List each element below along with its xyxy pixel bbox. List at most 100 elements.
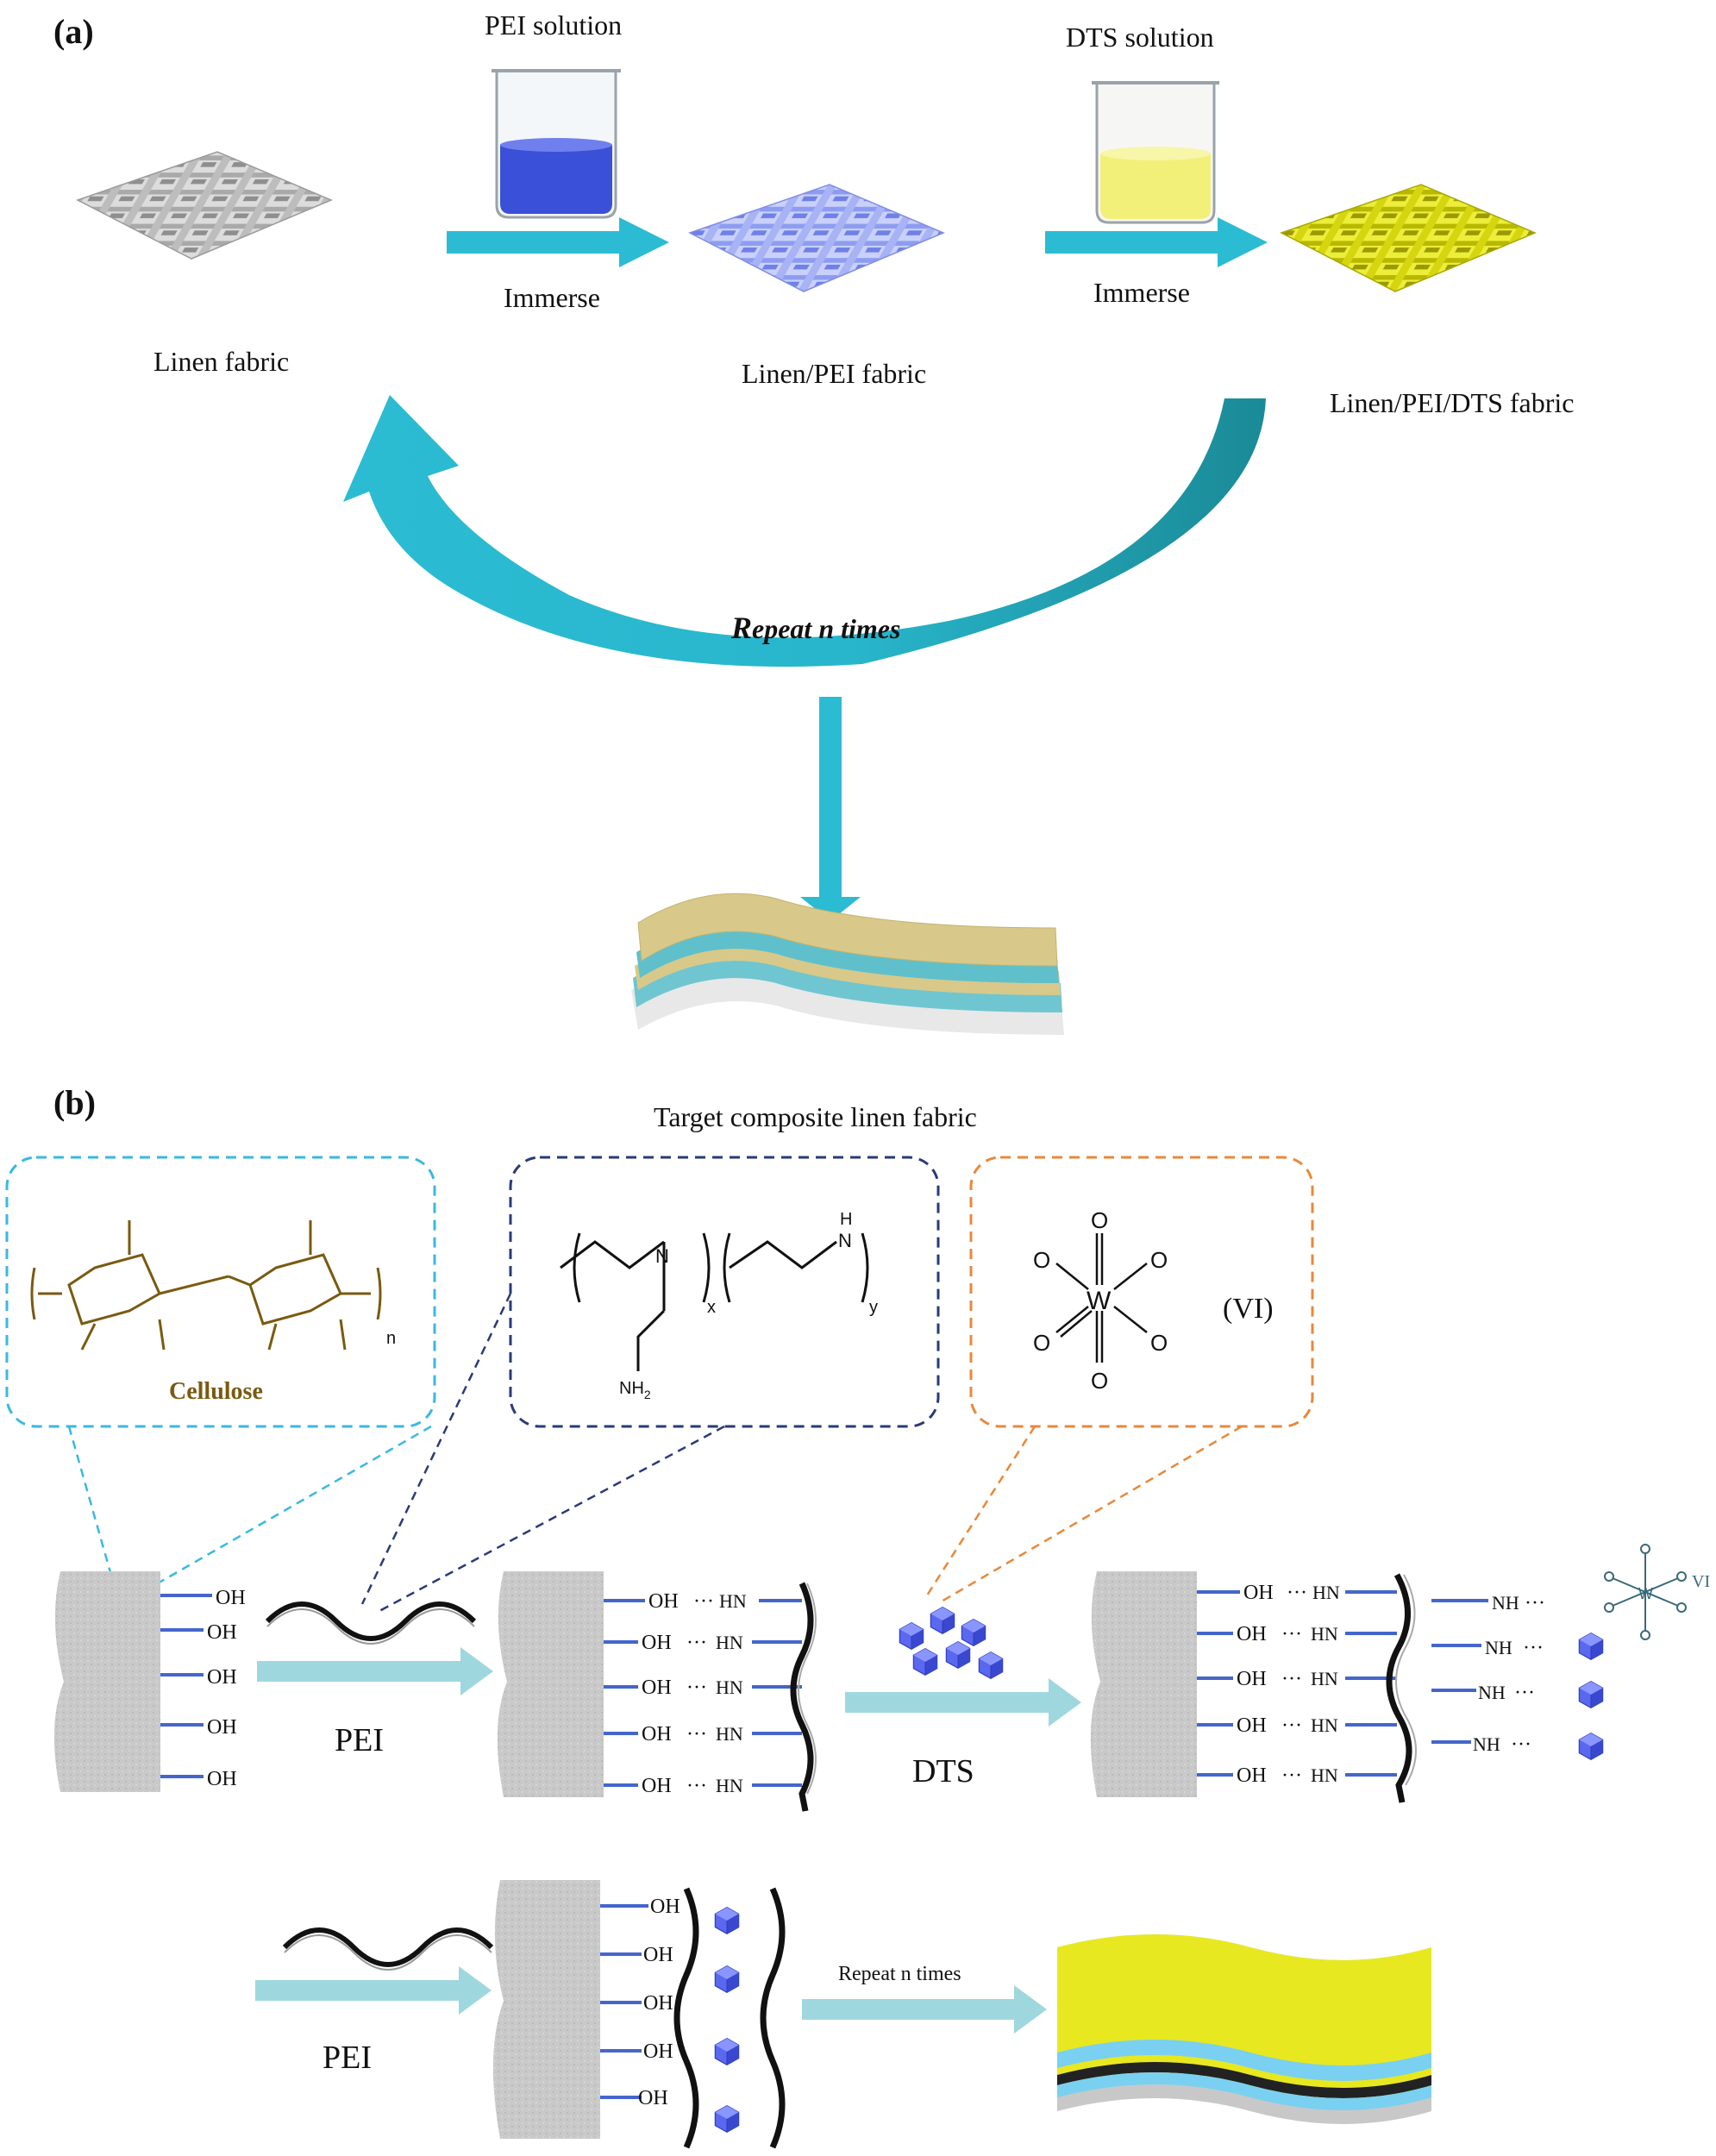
svg-text:HN: HN (1312, 1582, 1340, 1603)
fiber-2 (497, 1571, 604, 1797)
svg-text:HN: HN (716, 1723, 743, 1745)
repeat-label: Repeat n times (730, 611, 900, 645)
linen-fabric-label: Linen fabric (153, 346, 289, 377)
svg-text:NH: NH (1478, 1682, 1506, 1703)
svg-text:NH: NH (1485, 1637, 1512, 1658)
svg-text:···: ··· (1281, 1623, 1302, 1645)
pei-chain-4b (760, 1887, 786, 2149)
svg-text:NH: NH (1492, 1592, 1519, 1614)
svg-text:OH: OH (1243, 1582, 1274, 1604)
pei-arrow-2-label: PEI (323, 2040, 372, 2076)
fiber-2-bonds (604, 1599, 802, 1787)
tungstate-o-bottom: O (1091, 1368, 1108, 1394)
svg-text:OH: OH (648, 1590, 679, 1613)
pei-chain-3 (1386, 1573, 1412, 1803)
pei-solution-label: PEI solution (485, 9, 622, 41)
immerse-arrow-2 (1045, 217, 1268, 267)
tungstate-w: W (1087, 1287, 1112, 1315)
pei-chain-4a (673, 1887, 699, 2149)
svg-text:OH: OH (642, 1775, 672, 1797)
svg-text:···: ··· (1287, 1582, 1307, 1604)
immerse-label-1: Immerse (504, 282, 600, 313)
pei-ribbon-2 (282, 1927, 494, 1967)
svg-text:···: ··· (1281, 1714, 1302, 1737)
pei-structure-box (509, 1156, 940, 1428)
down-arrow (800, 697, 861, 921)
pei-ribbon-1 (265, 1601, 477, 1641)
pei-h-atom: H (840, 1210, 852, 1229)
svg-text:OH: OH (638, 2087, 668, 2109)
pei-nh2: NH2 (619, 1379, 651, 1401)
svg-text:···: ··· (1523, 1637, 1544, 1659)
panel-b-label: (b) (53, 1083, 96, 1122)
svg-text:···: ··· (686, 1723, 707, 1745)
svg-text:···: ··· (686, 1632, 707, 1654)
svg-text:···: ··· (1281, 1764, 1302, 1787)
tungstate-o-ll: O (1033, 1330, 1050, 1356)
svg-text:OH: OH (642, 1723, 672, 1745)
svg-text:HN: HN (1311, 1623, 1338, 1645)
dts-arrow-label: DTS (912, 1753, 974, 1789)
fiber-3-bonds (1197, 1590, 1488, 1777)
composite-layered-fabric (631, 893, 1064, 1035)
panel-a-label: (a) (53, 12, 94, 51)
oh-1: OH (216, 1587, 246, 1609)
oh-4: OH (207, 1716, 237, 1739)
svg-text:···: ··· (686, 1677, 707, 1699)
fiber-2-labels: OH ··· HN OH ··· HN OH ··· HN OH ··· HN … (642, 1590, 747, 1797)
fiber-1-oh-bonds (160, 1594, 212, 1778)
dts-arrow (845, 1678, 1081, 1727)
repeat-curved-arrow (343, 395, 1266, 667)
svg-text:NH: NH (1473, 1733, 1500, 1755)
pei-x: x (707, 1298, 716, 1317)
svg-text:OH: OH (642, 1677, 672, 1699)
oh-3: OH (207, 1666, 237, 1689)
fiber-3-crystals (1578, 1633, 1604, 1760)
svg-text:HN: HN (1311, 1764, 1338, 1786)
fiber-4-crystals (714, 1907, 740, 2133)
pei-n-atom: N (655, 1245, 669, 1267)
tungstate-o-ur: O (1150, 1247, 1168, 1273)
target-composite-label: Target composite linen fabric (654, 1101, 977, 1132)
dts-beaker (1092, 81, 1219, 224)
svg-text:HN: HN (716, 1775, 743, 1796)
cellulose-label: Cellulose (169, 1378, 263, 1405)
pei-arrow-2 (255, 1966, 492, 2015)
linen-fabric-gray (76, 151, 333, 260)
svg-text:OH: OH (1237, 1623, 1267, 1645)
svg-text:···: ··· (1281, 1668, 1302, 1690)
pei-chain-2 (790, 1582, 814, 1812)
pei-structure (560, 1232, 869, 1371)
small-tungstate-vi: VI (1692, 1572, 1710, 1591)
svg-text:OH: OH (643, 2040, 673, 2063)
svg-text:OH: OH (650, 1896, 680, 1918)
pei-arrow-1 (257, 1647, 493, 1695)
callout-lines (67, 1293, 1243, 1613)
tungstate-box (969, 1156, 1314, 1428)
svg-text:HN: HN (719, 1590, 747, 1612)
linen-pei-fabric-blue (688, 184, 945, 292)
cellulose-n: n (386, 1329, 396, 1348)
svg-text:HN: HN (1311, 1714, 1338, 1736)
svg-text:OH: OH (643, 1992, 673, 2015)
svg-text:OH: OH (1237, 1668, 1267, 1690)
svg-text:OH: OH (1237, 1764, 1267, 1787)
tungstate-o-ul: O (1033, 1247, 1050, 1273)
pei-beaker (492, 69, 621, 219)
fiber-3-labels: OH ··· HN OH ··· HN OH ··· HN OH ··· HN … (1237, 1582, 1545, 1787)
svg-text:···: ··· (1514, 1682, 1535, 1704)
cellulose-box (5, 1156, 436, 1428)
fiber-4 (492, 1880, 600, 2139)
svg-text:···: ··· (1525, 1592, 1545, 1614)
oh-2: OH (207, 1621, 237, 1644)
svg-text:···: ··· (1511, 1733, 1531, 1756)
dts-crystal-cluster (899, 1607, 1004, 1679)
svg-text:···: ··· (686, 1775, 707, 1797)
small-tungstate-w: W (1638, 1585, 1653, 1602)
linen-pei-fabric-label: Linen/PEI fabric (742, 358, 926, 389)
fiber-4-bonds (600, 1904, 648, 2099)
pei-y: y (869, 1298, 878, 1317)
dts-solution-label: DTS solution (1066, 22, 1214, 53)
linen-pei-dts-fabric-label: Linen/PEI/DTS fabric (1330, 387, 1574, 418)
repeat-small-label: Repeat n times (838, 1963, 961, 1985)
